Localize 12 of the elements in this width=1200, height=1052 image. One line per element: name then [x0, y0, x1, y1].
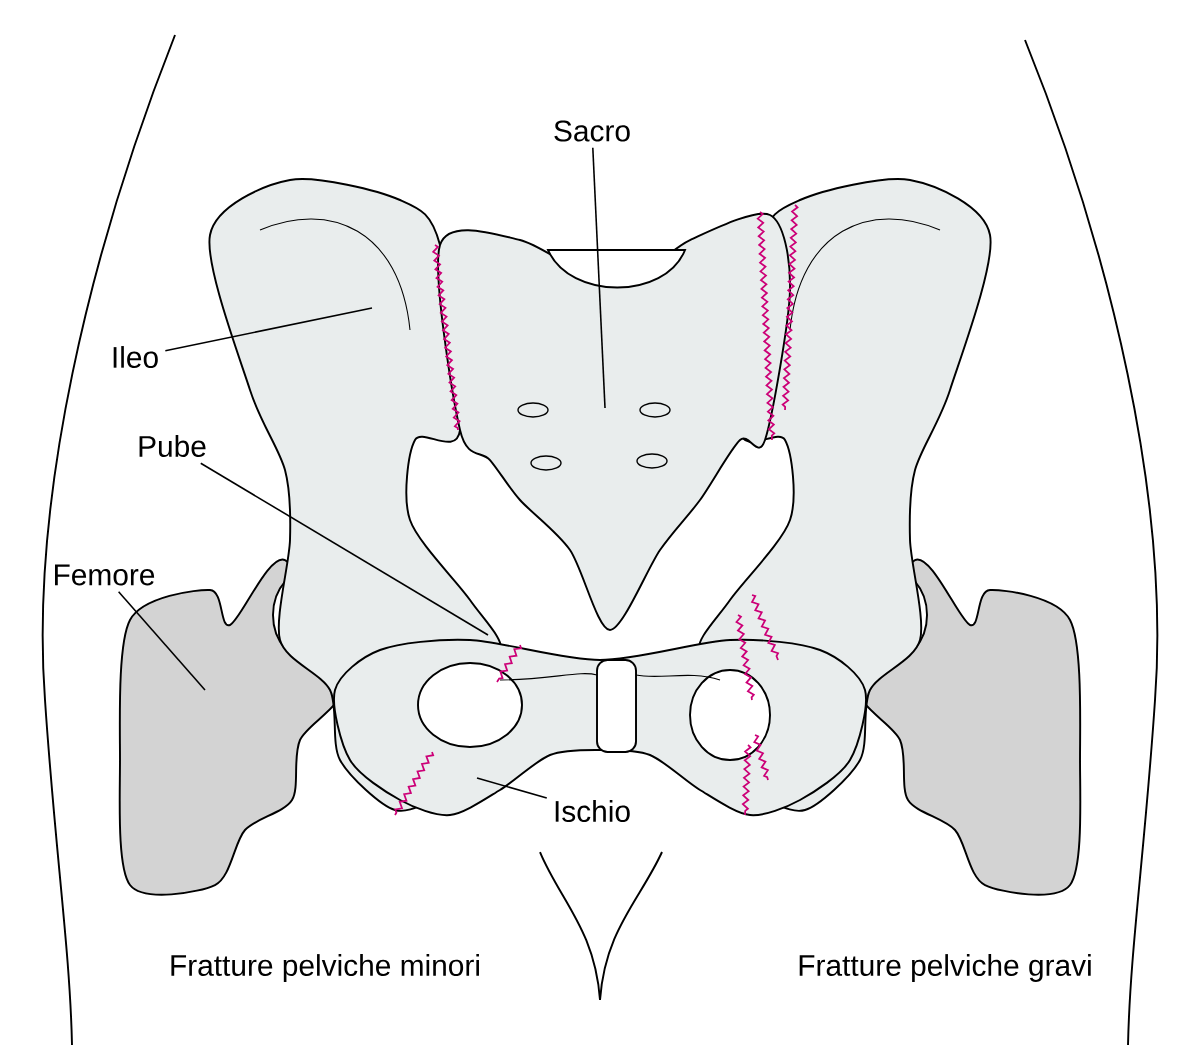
part-label: Pube [139, 435, 206, 457]
leader-line [199, 462, 489, 636]
caption: Fratture pelviche gravi [799, 954, 1091, 982]
part-label: Ischio [555, 800, 630, 822]
caption: Fratture pelviche minori [171, 954, 479, 982]
part-label: Ileo [113, 346, 158, 368]
leader-line [592, 147, 606, 409]
leader-line [117, 590, 206, 691]
part-label: Femore [55, 564, 155, 586]
leader-line [164, 307, 373, 352]
leader-line [476, 777, 548, 799]
part-label: Sacro [554, 120, 630, 142]
